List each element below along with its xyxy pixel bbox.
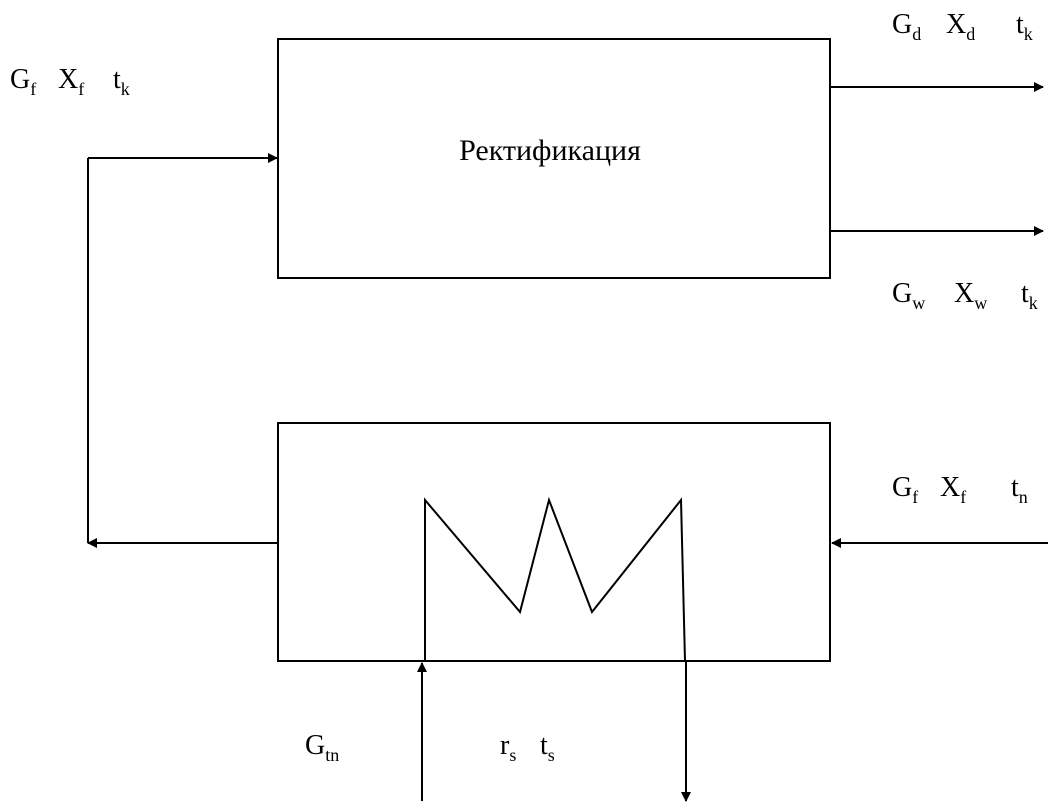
svg-text:Gd: Gd [892,9,921,44]
svg-text:tn: tn [1011,472,1028,507]
rectification-title: Ректификация [459,134,641,167]
rectification-block [277,38,831,279]
feed-in-heater-label: Gf Xf tn [892,472,1028,507]
svg-text:rs: rs [500,730,516,765]
svg-text:Gf: Gf [10,64,36,99]
svg-text:Xf: Xf [940,472,966,507]
svg-text:ts: ts [540,730,555,765]
svg-text:Gf: Gf [892,472,918,507]
svg-text:Gw: Gw [892,278,925,313]
svg-text:Xw: Xw [954,278,987,313]
bottoms-out-label: Gw Xw tk [892,278,1038,313]
steam-in-label: Gtn [305,730,339,765]
feed-in-top-label: Gf Xf tk [10,64,130,99]
heater-block [277,422,831,662]
svg-text:Gtn: Gtn [305,730,339,765]
distillate-out-label: Gd Xd tk [892,9,1033,44]
svg-text:Xf: Xf [58,64,84,99]
svg-text:Xd: Xd [946,9,975,44]
svg-text:tk: tk [1021,278,1038,313]
svg-text:tk: tk [1016,9,1033,44]
heating-coil [424,496,686,662]
steam-params-label: rs ts [500,730,555,765]
svg-text:tk: tk [113,64,130,99]
